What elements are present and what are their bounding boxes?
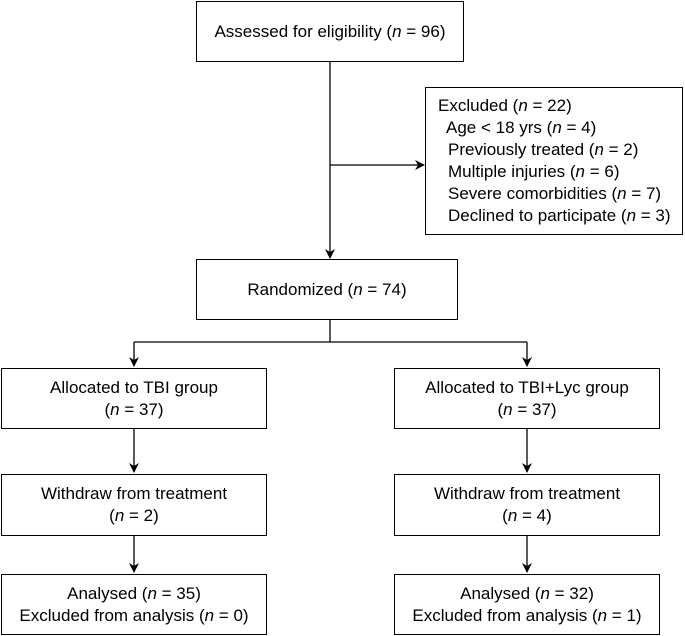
right-excluded-analysis-line: Excluded from analysis (n = 1) (412, 605, 642, 625)
left-allocated-line2: (n = 37) (104, 399, 164, 419)
right-withdraw-line2: (n = 4) (502, 506, 552, 525)
left-allocated-box: Allocated to TBI group (n = 37) (1, 368, 267, 429)
excluded-item-declined: Declined to participate (n = 3) (448, 206, 671, 225)
right-allocated-line2: (n = 37) (497, 399, 557, 419)
excluded-title: Excluded (n = 22) (438, 96, 572, 115)
assessed-box: Assessed for eligibility (n = 96) (196, 1, 464, 62)
assessed-text: Assessed for eligibility (n = 96) (214, 21, 446, 41)
randomized-box: Randomized (n = 74) (196, 259, 458, 320)
left-excluded-analysis-line: Excluded from analysis (n = 0) (19, 605, 249, 625)
left-withdraw-line2: (n = 2) (109, 506, 159, 525)
right-allocated-box: Allocated to TBI+Lyc group (n = 37) (394, 368, 660, 429)
excluded-item-severe-comorbidities: Severe comorbidities (n = 7) (448, 184, 662, 203)
left-analysed-line1: Analysed (n = 35) (67, 583, 201, 603)
randomized-text: Randomized (n = 74) (247, 279, 407, 299)
excluded-item-previously-treated: Previously treated (n = 2) (448, 140, 639, 159)
excluded-item-age: Age < 18 yrs (n = 4) (446, 118, 597, 137)
right-allocated-line1: Allocated to TBI+Lyc group (425, 377, 629, 397)
left-withdraw-line1: Withdraw from treatment (40, 484, 228, 503)
right-analysed-box: Analysed (n = 32) Excluded from analysis… (394, 574, 660, 635)
right-withdraw-line1: Withdraw from treatment (433, 484, 621, 503)
left-analysed-box: Analysed (n = 35) Excluded from analysis… (1, 574, 267, 635)
right-analysed-line1: Analysed (n = 32) (460, 583, 594, 603)
excluded-box: Excluded (n = 22) Age < 18 yrs (n = 4) P… (425, 87, 683, 235)
excluded-item-multiple-injuries: Multiple injuries (n = 6) (448, 162, 620, 181)
right-withdraw-box: Withdraw from treatment (n = 4) (394, 474, 660, 536)
left-allocated-line1: Allocated to TBI group (50, 377, 218, 397)
left-withdraw-box: Withdraw from treatment (n = 2) (1, 474, 267, 536)
